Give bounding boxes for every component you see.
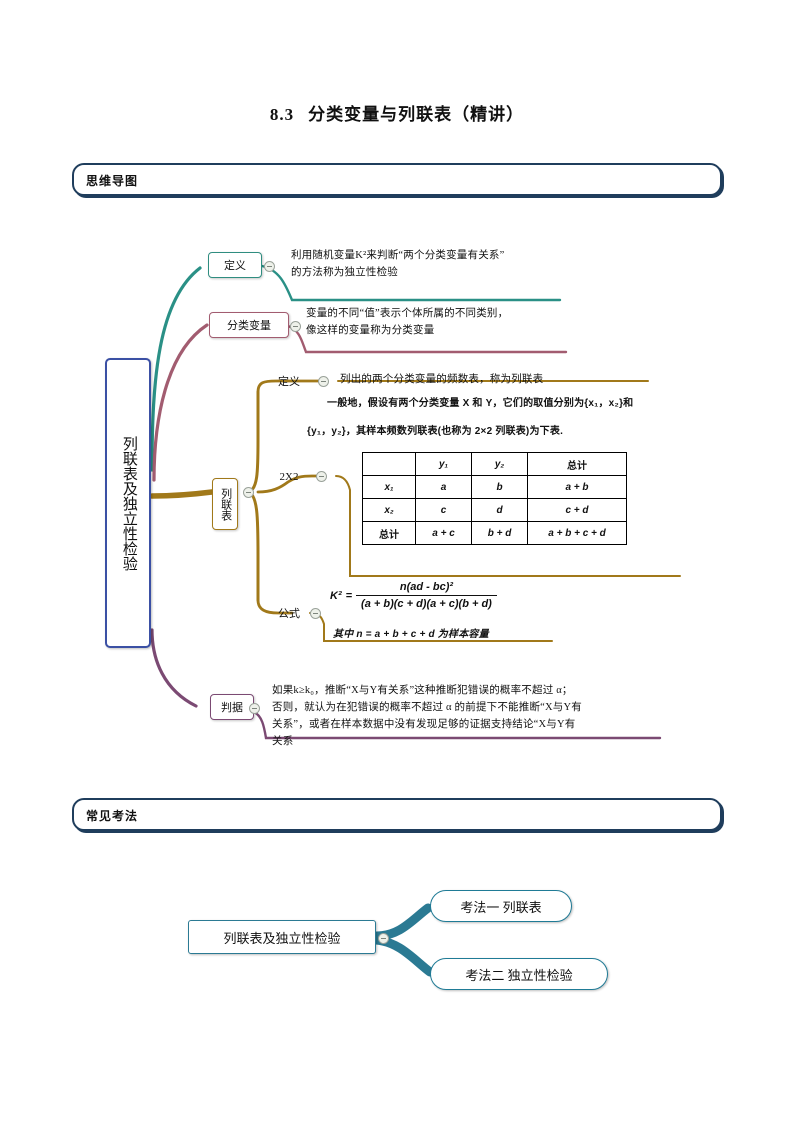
subbranch-label-ct-definition[interactable]: 定义 (278, 376, 300, 388)
branch-node-definition[interactable]: 定义 (208, 252, 262, 278)
contingency-table: y₁ y₂ 总计 x₁ a b a + b x₂ c d c + d 总计 a … (362, 452, 627, 545)
table-cell: c + d (527, 498, 627, 522)
text-definition-line1: 利用随机变量K²来判断“两个分类变量有关系” (291, 250, 505, 261)
collapse-dot-contingency-table[interactable] (243, 487, 254, 498)
text-criterion-line2: 否则，就认为在犯错误的概率不超过 α 的前提下不能推断“X与Y有 (272, 702, 582, 713)
table-cell: a + b + c + d (527, 521, 627, 545)
text-categorical-line1: 变量的不同“值”表示个体所属的不同类别， (306, 308, 509, 319)
text-criterion-line3: 关系”，或者在样本数据中没有发现足够的证据支持结论“X与Y有 (272, 719, 576, 730)
branch-node-categorical[interactable]: 分类变量 (209, 312, 289, 338)
table-cell: a + c (415, 521, 472, 545)
text-ct-definition: 列出的两个分类变量的频数表，称为列联表 (340, 374, 544, 385)
page-title-text: 分类变量与列联表（精讲） (308, 105, 525, 124)
collapse-dot-examtype-root[interactable] (378, 933, 389, 944)
text-categorical-line2: 像这样的变量称为分类变量 (306, 325, 435, 336)
collapse-dot-ct-2x2[interactable] (316, 471, 327, 482)
section-label-examtype: 常见考法 (86, 809, 139, 823)
formula-equals: = (345, 589, 353, 602)
branch-node-contingency-table[interactable]: 列联表 (212, 478, 238, 530)
chi-square-formula: K² = n(ad - bc)² (a + b)(c + d)(a + c)(b… (330, 580, 497, 611)
collapse-dot-ct-formula[interactable] (310, 608, 321, 619)
text-criterion-line4: 关系 (272, 736, 294, 747)
collapse-dot-criterion[interactable] (249, 703, 260, 714)
text-criterion-line1: 如果k≥k₀，推断“X与Y有关系”这种推断犯错误的概率不超过 α； (272, 685, 573, 696)
text-definition-line2: 的方法称为独立性检验 (291, 267, 398, 278)
page-title-number: 8.3 (269, 105, 295, 124)
table-cell: x₂ (362, 498, 416, 522)
mindmap-root-node[interactable]: 列联表及独立性检验 (105, 358, 151, 648)
section-box-mindmap (72, 163, 722, 196)
table-row: 总计 a + c b + d a + b + c + d (362, 521, 627, 545)
subbranch-label-ct-formula[interactable]: 公式 (278, 608, 300, 620)
examtype-node-1[interactable]: 考法一 列联表 (430, 890, 572, 922)
text-general-statement-line1: 一般地，假设有两个分类变量 X 和 Y，它们的取值分别为{x₁，x₂}和 (327, 398, 634, 409)
formula-fraction: n(ad - bc)² (a + b)(c + d)(a + c)(b + d) (356, 580, 497, 611)
examtype-root-node[interactable]: 列联表及独立性检验 (188, 920, 376, 954)
collapse-dot-definition[interactable] (264, 261, 275, 272)
formula-lhs: K² (330, 589, 342, 602)
branch-node-criterion[interactable]: 判据 (210, 694, 254, 720)
collapse-dot-categorical[interactable] (290, 321, 301, 332)
formula-denominator: (a + b)(c + d)(a + c)(b + d) (356, 595, 497, 611)
text-general-statement-line2: {y₁，y₂}，其样本频数列联表(也称为 2×2 列联表)为下表. (307, 426, 564, 437)
subbranch-label-ct-2x2[interactable]: 2X2 (279, 471, 299, 483)
table-header-cell: y₁ (415, 452, 472, 476)
table-header-cell: y₂ (471, 452, 528, 476)
collapse-dot-ct-definition[interactable] (318, 376, 329, 387)
page-title: 8.3 分类变量与列联表（精讲） (0, 100, 794, 125)
examtype-node-2[interactable]: 考法二 独立性检验 (430, 958, 608, 990)
section-box-examtype (72, 798, 722, 831)
section-label-mindmap: 思维导图 (86, 174, 139, 188)
table-header-row: y₁ y₂ 总计 (362, 452, 627, 476)
formula-note: 其中 n = a + b + c + d 为样本容量 (333, 629, 489, 640)
formula-numerator: n(ad - bc)² (399, 581, 454, 593)
